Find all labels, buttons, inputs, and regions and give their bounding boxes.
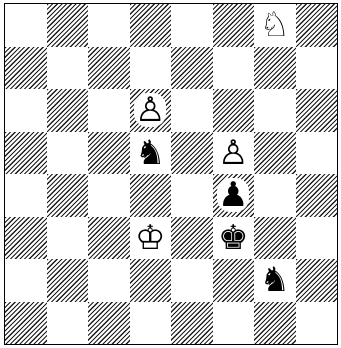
square-a5[interactable] xyxy=(5,132,47,175)
square-h4[interactable] xyxy=(296,174,338,217)
square-c3[interactable] xyxy=(88,217,130,260)
square-a1[interactable] xyxy=(5,302,47,345)
square-d2[interactable] xyxy=(130,259,172,302)
square-d1[interactable] xyxy=(130,302,172,345)
square-h2[interactable] xyxy=(296,259,338,302)
square-h7[interactable] xyxy=(296,47,338,90)
square-f4[interactable]: ♟ xyxy=(213,174,255,217)
square-d3[interactable]: ♔ xyxy=(130,217,172,260)
square-g1[interactable] xyxy=(254,302,296,345)
black-knight-icon[interactable]: ♞ xyxy=(135,136,165,170)
square-a7[interactable] xyxy=(5,47,47,90)
square-g8[interactable]: ♘ xyxy=(254,4,296,47)
square-a4[interactable] xyxy=(5,174,47,217)
square-f8[interactable] xyxy=(213,4,255,47)
square-g7[interactable] xyxy=(254,47,296,90)
square-e1[interactable] xyxy=(171,302,213,345)
square-c2[interactable] xyxy=(88,259,130,302)
square-f1[interactable] xyxy=(213,302,255,345)
square-b8[interactable] xyxy=(47,4,89,47)
square-f2[interactable] xyxy=(213,259,255,302)
square-a8[interactable] xyxy=(5,4,47,47)
white-pawn-icon[interactable]: ♙ xyxy=(134,93,166,127)
square-f5[interactable]: ♙ xyxy=(213,132,255,175)
square-b2[interactable] xyxy=(47,259,89,302)
square-e5[interactable] xyxy=(171,132,213,175)
square-b4[interactable] xyxy=(47,174,89,217)
square-d4[interactable] xyxy=(130,174,172,217)
white-king-icon[interactable]: ♔ xyxy=(135,221,165,255)
square-e7[interactable] xyxy=(171,47,213,90)
chess-board: ♘ ♙ ♞ ♙ ♟ ♔ ♚ ♞ xyxy=(4,3,338,345)
black-pawn-icon[interactable]: ♟ xyxy=(217,178,249,212)
square-b3[interactable] xyxy=(47,217,89,260)
square-d6[interactable]: ♙ xyxy=(130,89,172,132)
square-b7[interactable] xyxy=(47,47,89,90)
square-e4[interactable] xyxy=(171,174,213,217)
square-h8[interactable] xyxy=(296,4,338,47)
square-g3[interactable] xyxy=(254,217,296,260)
white-knight-icon[interactable]: ♘ xyxy=(260,8,290,42)
square-g6[interactable] xyxy=(254,89,296,132)
square-c4[interactable] xyxy=(88,174,130,217)
square-c1[interactable] xyxy=(88,302,130,345)
square-d8[interactable] xyxy=(130,4,172,47)
black-knight-icon[interactable]: ♞ xyxy=(260,263,290,297)
square-b6[interactable] xyxy=(47,89,89,132)
square-h3[interactable] xyxy=(296,217,338,260)
square-c8[interactable] xyxy=(88,4,130,47)
square-c6[interactable] xyxy=(88,89,130,132)
square-c7[interactable] xyxy=(88,47,130,90)
square-d5[interactable]: ♞ xyxy=(130,132,172,175)
square-e2[interactable] xyxy=(171,259,213,302)
white-pawn-icon[interactable]: ♙ xyxy=(218,136,248,170)
square-g5[interactable] xyxy=(254,132,296,175)
square-a2[interactable] xyxy=(5,259,47,302)
square-h1[interactable] xyxy=(296,302,338,345)
square-b1[interactable] xyxy=(47,302,89,345)
square-e3[interactable] xyxy=(171,217,213,260)
square-f3[interactable]: ♚ xyxy=(213,217,255,260)
square-g4[interactable] xyxy=(254,174,296,217)
square-f7[interactable] xyxy=(213,47,255,90)
square-h5[interactable] xyxy=(296,132,338,175)
black-king-icon[interactable]: ♚ xyxy=(218,221,248,255)
square-g2[interactable]: ♞ xyxy=(254,259,296,302)
square-b5[interactable] xyxy=(47,132,89,175)
square-d7[interactable] xyxy=(130,47,172,90)
square-a6[interactable] xyxy=(5,89,47,132)
square-c5[interactable] xyxy=(88,132,130,175)
square-f6[interactable] xyxy=(213,89,255,132)
square-e8[interactable] xyxy=(171,4,213,47)
square-e6[interactable] xyxy=(171,89,213,132)
square-a3[interactable] xyxy=(5,217,47,260)
square-h6[interactable] xyxy=(296,89,338,132)
